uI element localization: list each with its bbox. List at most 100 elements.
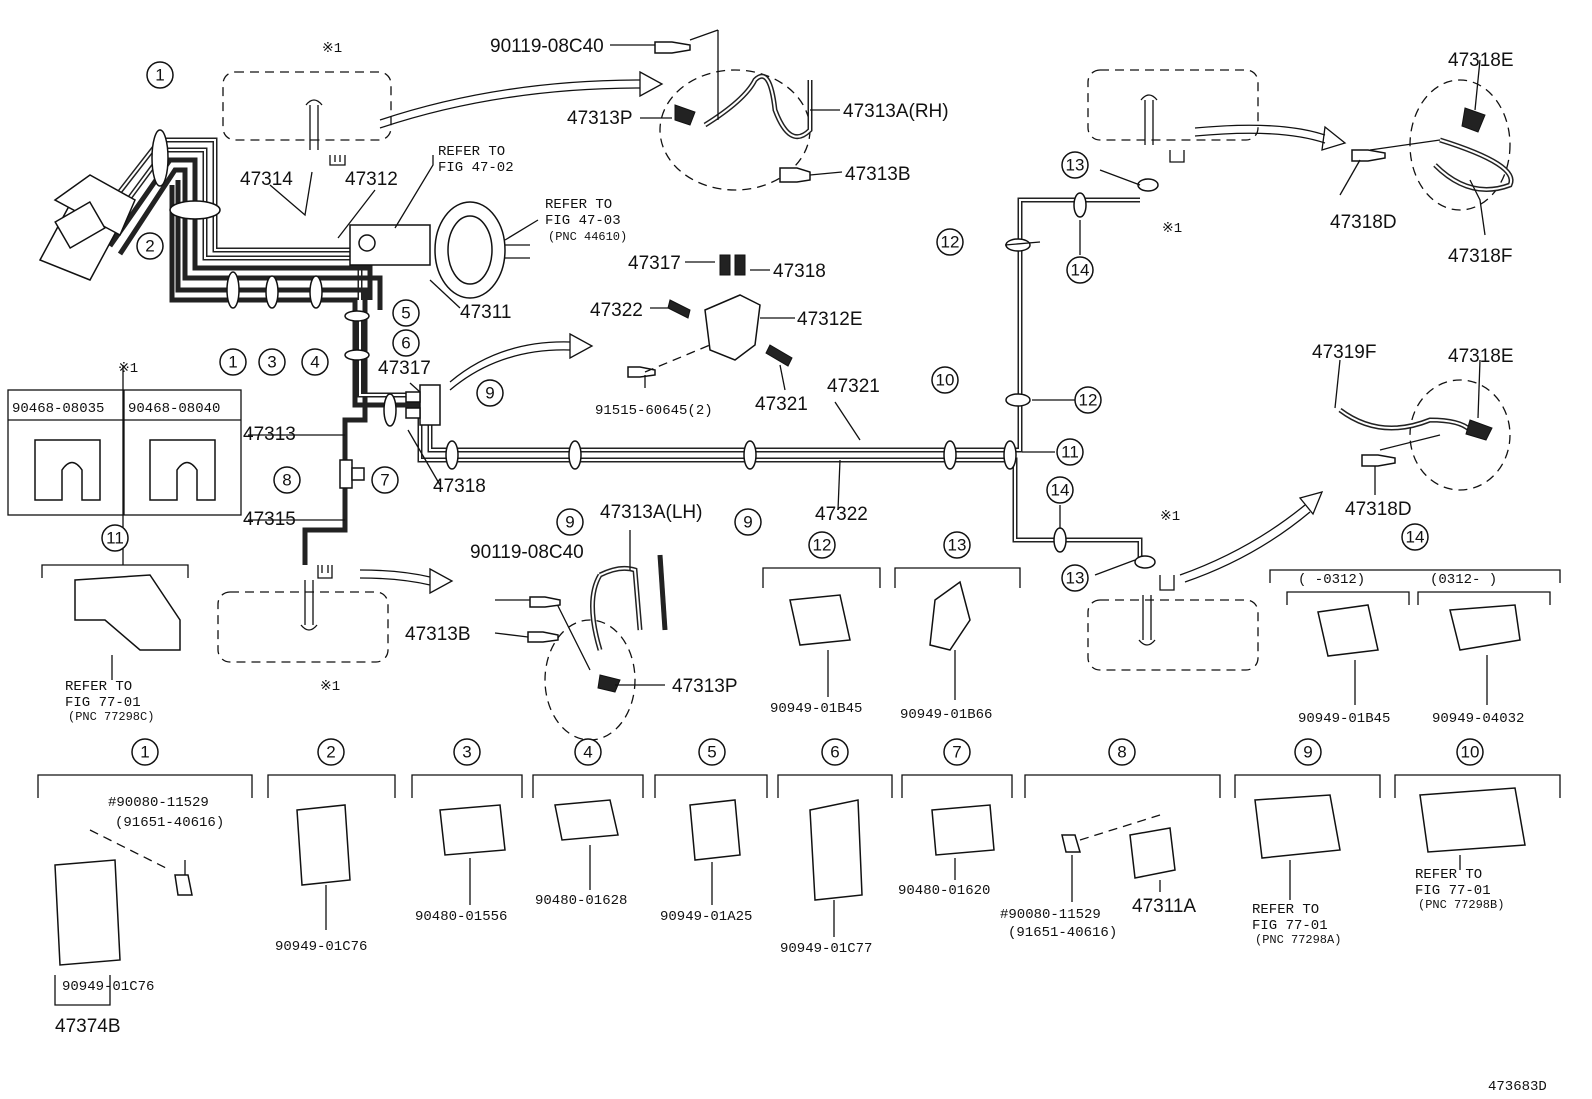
detail4-part: 90480-01628 (535, 893, 627, 909)
label-47318E-a: 47318E (1448, 50, 1514, 71)
label-47312E: 47312E (797, 309, 863, 330)
label-47313A-LH: 47313A(LH) (600, 502, 702, 523)
detail-callout-11: 11 (106, 529, 124, 548)
label-47318D-b: 47318D (1345, 499, 1412, 520)
tee-joint-8 (339, 459, 365, 489)
callout-9c: 9 (743, 513, 752, 532)
callout-14b: 14 (1051, 481, 1070, 500)
detail3-part: 90480-01556 (415, 909, 507, 925)
detail-callout-6: 6 (830, 743, 839, 762)
label-47318-a: 47318 (433, 476, 486, 497)
detail10-l2: FIG 77-01 (1415, 883, 1491, 899)
detail-callout-3: 3 (462, 743, 471, 762)
refer-47-03-l1: REFER TO (545, 197, 612, 213)
detail-callout-1: 1 (140, 743, 149, 762)
detail8-bolt-alt: (91651-40616) (1008, 925, 1117, 941)
refer-47-02-l2: FIG 47-02 (438, 160, 514, 176)
label-47313A-RH: 47313A(RH) (843, 101, 949, 122)
detail-callout-13: 13 (948, 536, 967, 555)
label-47315: 47315 (243, 509, 296, 530)
detail9-l3: (PNC 77298A) (1255, 933, 1341, 947)
callout-9b: 9 (565, 513, 574, 532)
detail-callout-9: 9 (1303, 743, 1312, 762)
refer-47-03-l3: (PNC 44610) (548, 230, 627, 244)
callout-10: 10 (936, 371, 955, 390)
callout-7: 7 (380, 471, 389, 490)
star-note-5: ※1 (1160, 509, 1180, 525)
detail-callout-8: 8 (1117, 743, 1126, 762)
star-note-4: ※1 (1162, 221, 1182, 237)
label-47312: 47312 (345, 169, 398, 190)
callout-12b: 12 (1079, 391, 1098, 410)
label-47318F: 47318F (1448, 246, 1512, 267)
detail-callout-2: 2 (326, 743, 335, 762)
detail-callout-5: 5 (707, 743, 716, 762)
detail14-left: 90949-01B45 (1298, 711, 1390, 727)
detail14-header-left: ( -0312) (1298, 572, 1365, 588)
detail-labels: REFER TO FIG 77-01 (PNC 77298C) 90949-01… (55, 572, 1547, 1095)
detail5-part: 90949-01A25 (660, 909, 752, 925)
bolts (527, 41, 1396, 643)
callout-11: 11 (1061, 443, 1079, 462)
label-47314: 47314 (240, 169, 293, 190)
three-way-block (405, 384, 441, 426)
label-91515: 91515-60645(2) (595, 403, 713, 419)
callout-2: 2 (145, 237, 154, 256)
detail-callout-4: 4 (583, 743, 592, 762)
detail9-l1: REFER TO (1252, 902, 1319, 918)
callout-8: 8 (282, 471, 291, 490)
star-note-2: ※1 (118, 361, 138, 377)
detail-brackets (37, 564, 1561, 798)
label-90119-a: 90119-08C40 (490, 36, 604, 57)
detail10-l3: (PNC 77298B) (1418, 898, 1504, 912)
callout-4: 4 (310, 353, 319, 372)
detail11-l2: FIG 77-01 (65, 695, 141, 711)
detail11-l3: (PNC 77298C) (68, 710, 154, 724)
detail-callout-7: 7 (952, 743, 961, 762)
detail-callout-12: 12 (813, 536, 832, 555)
detail1-note1: #90080-11529 (108, 795, 209, 811)
detail-part-sketches (54, 574, 1526, 966)
refer-47-02-l1: REFER TO (438, 144, 505, 160)
label-47313P-b: 47313P (672, 676, 738, 697)
label-47321-a: 47321 (755, 394, 808, 415)
table-col-2: 90468-08040 (128, 401, 220, 417)
detail2-part: 90949-01C76 (275, 939, 367, 955)
detail13-part: 90949-01B66 (900, 707, 992, 723)
label-47311: 47311 (460, 302, 511, 323)
table-col-1: 90468-08035 (12, 401, 104, 417)
label-47322-a: 47322 (590, 300, 643, 321)
part-labels: ※1 ※1 ※1 ※1 ※1 47314 47312 REFER TO FIG … (118, 36, 1514, 697)
label-47318D-a: 47318D (1330, 212, 1397, 233)
clip-table (7, 389, 242, 516)
callout-3: 3 (267, 353, 276, 372)
callout-1: 1 (155, 66, 164, 85)
star-note-3: ※1 (320, 679, 340, 695)
callout-12a: 12 (941, 233, 960, 252)
label-47313B-a: 47313B (845, 164, 911, 185)
label-47313: 47313 (243, 424, 296, 445)
label-47311A: 47311A (1132, 896, 1196, 917)
callout-13a: 13 (1066, 156, 1085, 175)
label-90119-b: 90119-08C40 (470, 542, 584, 563)
callout-circles: 1 2 1 3 4 5 6 7 8 9 9 9 10 11 12 12 13 1… (101, 61, 1484, 766)
detail12-part: 90949-01B45 (770, 701, 862, 717)
detail6-part: 90949-01C77 (780, 941, 872, 957)
detail-callout-10: 10 (1461, 743, 1480, 762)
label-47313P-a: 47313P (567, 108, 633, 129)
label-47318E-b: 47318E (1448, 346, 1514, 367)
label-47317-a: 47317 (378, 358, 431, 379)
detail11-l1: REFER TO (65, 679, 132, 695)
label-47318-b: 47318 (773, 261, 826, 282)
callout-14a: 14 (1071, 261, 1090, 280)
refer-47-03-l2: FIG 47-03 (545, 213, 621, 229)
wheel-area-boxes (217, 69, 1347, 671)
line-clamps (151, 129, 1159, 569)
label-47319F: 47319F (1312, 342, 1376, 363)
detail9-l2: FIG 77-01 (1252, 918, 1328, 934)
callout-5: 5 (401, 304, 410, 323)
detail1-clamp: 90949-01C76 (62, 979, 154, 995)
detail8-bolt: #90080-11529 (1000, 907, 1101, 923)
callout-9a: 9 (485, 384, 494, 403)
